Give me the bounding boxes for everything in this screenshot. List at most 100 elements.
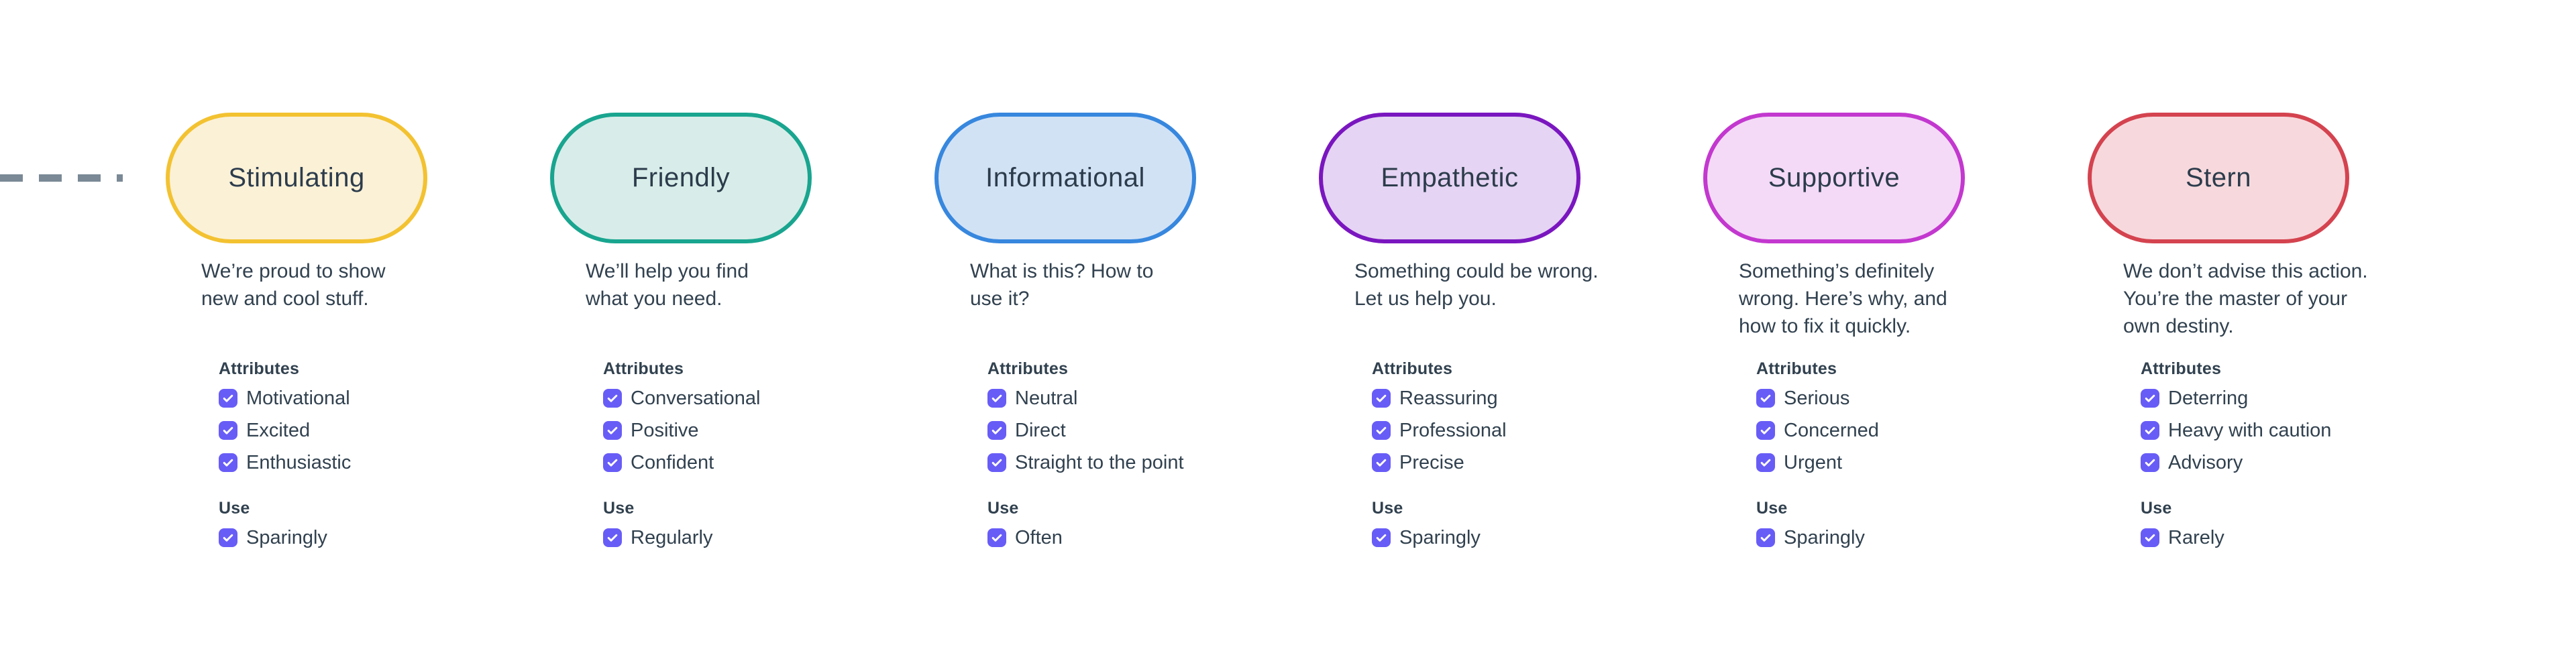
- checkbox-checked-icon[interactable]: [1756, 528, 1775, 547]
- use-label: Rarely: [2168, 527, 2224, 548]
- attribute-row[interactable]: Heavy with caution: [2141, 420, 2331, 440]
- checkbox-checked-icon[interactable]: [219, 389, 237, 408]
- checkbox-checked-icon[interactable]: [2141, 389, 2159, 408]
- use-row[interactable]: Rarely: [2141, 528, 2224, 548]
- checkbox-checked-icon[interactable]: [1756, 389, 1775, 408]
- attribute-row[interactable]: Positive: [603, 420, 760, 440]
- tone-description: We’re proud to show new and cool stuff.: [201, 260, 386, 310]
- tone-pill: Informational: [934, 113, 1196, 243]
- attribute-label: Deterring: [2168, 388, 2249, 409]
- tone-pill: Supportive: [1703, 113, 1965, 243]
- use-heading: Use: [219, 499, 250, 518]
- checkbox-checked-icon[interactable]: [1372, 389, 1391, 408]
- attribute-row[interactable]: Neutral: [987, 388, 1184, 408]
- attribute-label: Direct: [1015, 420, 1066, 441]
- checkbox-checked-icon[interactable]: [2141, 421, 2159, 440]
- checkbox-checked-icon[interactable]: [603, 528, 622, 547]
- use-section: Use Sparingly: [1372, 499, 1481, 560]
- tone-pill-label: Stern: [2185, 163, 2252, 192]
- attributes-section: Attributes Serious Concerned Urgent: [1756, 359, 1879, 485]
- tone-pill-label: Empathetic: [1381, 163, 1519, 192]
- attributes-section: Attributes Neutral Direct Straight to th…: [987, 359, 1184, 485]
- checkbox-checked-icon[interactable]: [603, 421, 622, 440]
- tone-pill: Friendly: [550, 113, 812, 243]
- use-row[interactable]: Often: [987, 528, 1063, 548]
- checkbox-checked-icon[interactable]: [2141, 528, 2159, 547]
- tone-description: What is this? How to use it?: [970, 260, 1154, 310]
- checkbox-checked-icon[interactable]: [219, 528, 237, 547]
- checkbox-checked-icon[interactable]: [987, 453, 1006, 472]
- attributes-section: Attributes Motivational Excited Enthusia…: [219, 359, 351, 485]
- use-row[interactable]: Sparingly: [219, 528, 327, 548]
- attribute-row[interactable]: Straight to the point: [987, 453, 1184, 473]
- tone-pill: Stimulating: [166, 113, 427, 243]
- use-heading: Use: [2141, 499, 2172, 518]
- tone-pill-label: Stimulating: [228, 163, 365, 192]
- use-label: Sparingly: [246, 527, 327, 548]
- attribute-row[interactable]: Deterring: [2141, 388, 2331, 408]
- tone-description: Something’s definitely wrong. Here’s why…: [1739, 260, 1947, 337]
- attribute-row[interactable]: Precise: [1372, 453, 1507, 473]
- tone-column-informational: Informational What is this? How to use i…: [873, 0, 1258, 649]
- attributes-heading: Attributes: [1372, 359, 1453, 378]
- tone-pill-label: Friendly: [631, 163, 731, 192]
- use-row[interactable]: Sparingly: [1756, 528, 1865, 548]
- attribute-row[interactable]: Motivational: [219, 388, 351, 408]
- attribute-row[interactable]: Reassuring: [1372, 388, 1507, 408]
- tone-column-stimulating: Stimulating We’re proud to show new and …: [105, 0, 489, 649]
- use-heading: Use: [987, 499, 1019, 518]
- tone-column-empathetic: Empathetic Something could be wrong. Let…: [1258, 0, 1642, 649]
- attributes-section: Attributes Deterring Heavy with caution …: [2141, 359, 2331, 485]
- attribute-row[interactable]: Professional: [1372, 420, 1507, 440]
- attribute-label: Excited: [246, 420, 311, 441]
- attribute-row[interactable]: Excited: [219, 420, 351, 440]
- checkbox-checked-icon[interactable]: [1756, 453, 1775, 472]
- use-heading: Use: [1372, 499, 1403, 518]
- attribute-row[interactable]: Serious: [1756, 388, 1879, 408]
- checkbox-checked-icon[interactable]: [1372, 528, 1391, 547]
- checkbox-checked-icon[interactable]: [219, 421, 237, 440]
- attribute-label: Heavy with caution: [2168, 420, 2332, 441]
- checkbox-checked-icon[interactable]: [603, 389, 622, 408]
- checkbox-checked-icon[interactable]: [1756, 421, 1775, 440]
- checkbox-checked-icon[interactable]: [1372, 453, 1391, 472]
- attribute-row[interactable]: Confident: [603, 453, 760, 473]
- attributes-heading: Attributes: [2141, 359, 2222, 378]
- attributes-heading: Attributes: [987, 359, 1069, 378]
- attribute-row[interactable]: Enthusiastic: [219, 453, 351, 473]
- attribute-row[interactable]: Advisory: [2141, 453, 2331, 473]
- attribute-label: Serious: [1784, 388, 1850, 409]
- checkbox-checked-icon[interactable]: [603, 453, 622, 472]
- tone-description: We don’t advise this action. You’re the …: [2123, 260, 2368, 337]
- tone-column-supportive: Supportive Something’s definitely wrong.…: [1642, 0, 2027, 649]
- checkbox-checked-icon[interactable]: [1372, 421, 1391, 440]
- use-heading: Use: [603, 499, 635, 518]
- attribute-label: Advisory: [2168, 452, 2243, 473]
- attribute-row[interactable]: Concerned: [1756, 420, 1879, 440]
- attribute-row[interactable]: Conversational: [603, 388, 760, 408]
- checkbox-checked-icon[interactable]: [987, 528, 1006, 547]
- checkbox-checked-icon[interactable]: [219, 453, 237, 472]
- use-section: Use Sparingly: [1756, 499, 1865, 560]
- attribute-label: Neutral: [1015, 388, 1078, 409]
- attribute-label: Straight to the point: [1015, 452, 1184, 473]
- attributes-heading: Attributes: [1756, 359, 1837, 378]
- attributes-section: Attributes Conversational Positive Confi…: [603, 359, 760, 485]
- attribute-row[interactable]: Direct: [987, 420, 1184, 440]
- checkbox-checked-icon[interactable]: [987, 421, 1006, 440]
- attribute-row[interactable]: Urgent: [1756, 453, 1879, 473]
- tone-pill: Stern: [2088, 113, 2349, 243]
- attribute-label: Precise: [1399, 452, 1464, 473]
- use-row[interactable]: Sparingly: [1372, 528, 1481, 548]
- use-row[interactable]: Regularly: [603, 528, 713, 548]
- checkbox-checked-icon[interactable]: [987, 389, 1006, 408]
- attributes-heading: Attributes: [603, 359, 684, 378]
- use-label: Sparingly: [1399, 527, 1481, 548]
- tone-pill-label: Informational: [985, 163, 1145, 192]
- attributes-section: Attributes Reassuring Professional Preci…: [1372, 359, 1507, 485]
- use-section: Use Rarely: [2141, 499, 2224, 560]
- use-heading: Use: [1756, 499, 1788, 518]
- attribute-label: Confident: [631, 452, 714, 473]
- checkbox-checked-icon[interactable]: [2141, 453, 2159, 472]
- attribute-label: Concerned: [1784, 420, 1879, 441]
